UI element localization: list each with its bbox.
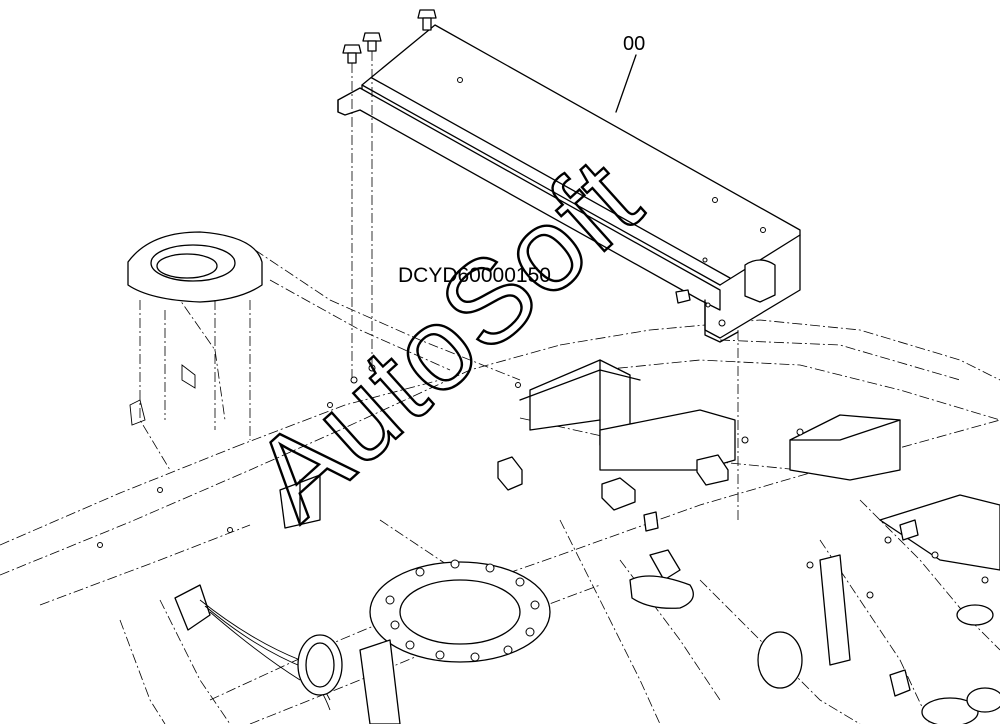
part-number-label: 00 — [623, 33, 645, 55]
center-structure — [279, 359, 1000, 609]
mounting-bolts — [342, 9, 739, 520]
swing-bearing-ring — [369, 559, 551, 663]
boom-foot-pillar — [127, 231, 263, 471]
hose-assembly — [174, 584, 401, 724]
part-callout: 00 — [615, 33, 645, 113]
cover-plate-part — [337, 24, 801, 343]
drawing-code-label: DCYD60000150 — [398, 264, 551, 287]
right-frame-details — [97, 382, 1000, 724]
